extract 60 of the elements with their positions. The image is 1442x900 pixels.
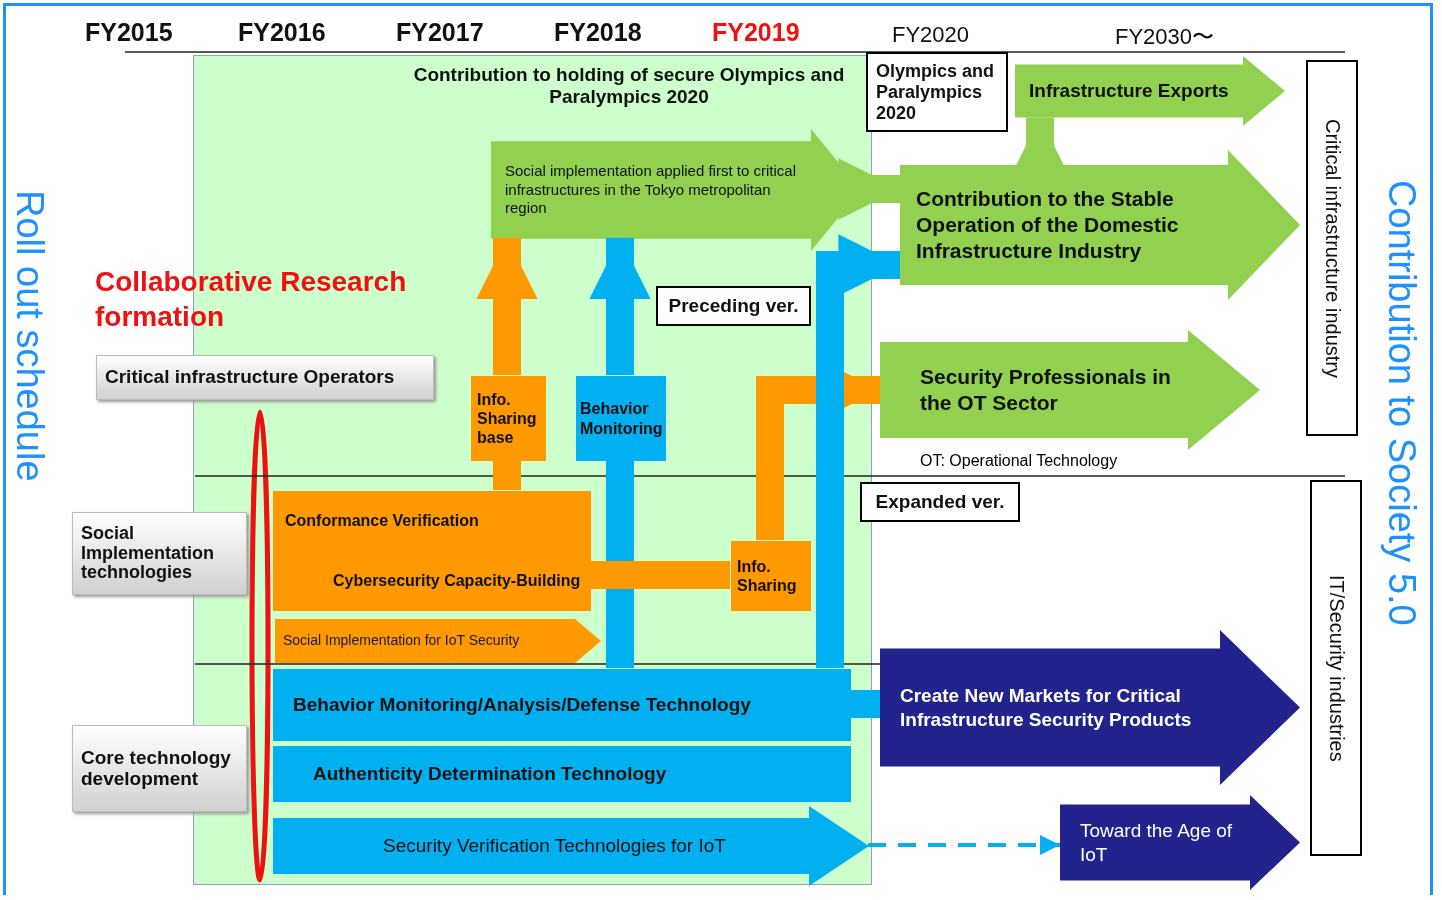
year-label: FY2019: [712, 18, 800, 47]
flow-arrow: [838, 158, 900, 220]
axis-title: Contribution to Society 5.0: [1380, 180, 1423, 626]
band-label: Info. Sharing: [737, 556, 798, 596]
row-header-box: [96, 355, 434, 400]
band-label: Behavior Monitoring: [580, 399, 664, 438]
text-box: [656, 286, 811, 326]
flow-arrow: [868, 835, 1060, 855]
band-segment: [576, 376, 666, 461]
year-label: FY2017: [396, 18, 484, 47]
arrow-label: Security Verification Technologies for IoT: [383, 834, 727, 858]
row-header-box: [72, 725, 247, 812]
flow-band: [590, 561, 730, 589]
text-box: [866, 52, 1008, 132]
arrow-label: Contribution to the Stable Operation of the Domestic Infrastructure Industry: [916, 185, 1180, 265]
flow-band: [606, 460, 634, 668]
arrow-label: Infrastructure Exports: [1029, 79, 1230, 103]
footnote: OT: Operational Technology: [920, 452, 1118, 470]
row-header-box: [72, 512, 247, 595]
text-box: [860, 482, 1020, 522]
box-label: Expanded ver.: [874, 491, 1006, 513]
arrow-label: Toward the Age of IoT: [1080, 818, 1234, 867]
year-label: FY2018: [554, 18, 642, 47]
year-label: FY2030〜: [1115, 23, 1215, 51]
ellipse-outline: [249, 409, 271, 883]
vertical-text-box: [1310, 480, 1362, 856]
band-segment: [273, 669, 851, 741]
box-label: Olympics and Paralympics 2020: [876, 60, 996, 124]
annotation: Collaborative Research formation: [95, 265, 408, 334]
year-label: FY2016: [238, 18, 326, 47]
band-segment: [273, 491, 591, 611]
band-label: Conformance Verification: [285, 511, 480, 531]
box-label: Critical infrastructure Operators: [105, 367, 396, 388]
band-label: Authenticity Determination Technology: [313, 762, 668, 786]
arrow-label: Create New Markets for Critical Infrastructure Security Products: [900, 683, 1193, 732]
axis-title: Roll out schedule: [8, 190, 51, 482]
flow-band: [493, 460, 521, 490]
flow-arrow: [476, 237, 538, 375]
flow-arrow: [589, 237, 651, 375]
year-label: FY2015: [85, 18, 173, 47]
arrow-label: Security Professionals in the OT Sector: [920, 363, 1172, 416]
box-label: Core technology development: [81, 747, 232, 790]
heading: Contribution to holding of secure Olympics and Paralympics 2020: [412, 64, 846, 108]
vertical-text-box: [1306, 60, 1358, 436]
box-label: Social Implementation technologies: [81, 523, 215, 584]
band-label: Info. Sharing base: [477, 389, 538, 448]
band-segment: [273, 746, 851, 802]
band-segment: [731, 541, 811, 611]
flow-arrow: [816, 234, 900, 668]
box-label: Preceding ver.: [667, 295, 800, 317]
arrow-label: Social Implementation for IoT Security: [283, 632, 521, 650]
pointed-banner: [273, 806, 869, 886]
box-label: IT/Security industries: [1324, 574, 1348, 762]
year-label: FY2020: [892, 22, 970, 48]
band-label: Cybersecurity Capacity-Building: [332, 571, 582, 591]
arrow-label: Social implementation applied first to critical infrastructures in the Tokyo metropolitan region: [505, 161, 797, 219]
band-segment: [471, 376, 546, 461]
box-label: Critical infrastructure industry: [1320, 118, 1344, 378]
pointed-banner: [275, 619, 601, 663]
band-label: Behavior Monitoring/Analysis/Defense Technology: [293, 693, 752, 717]
